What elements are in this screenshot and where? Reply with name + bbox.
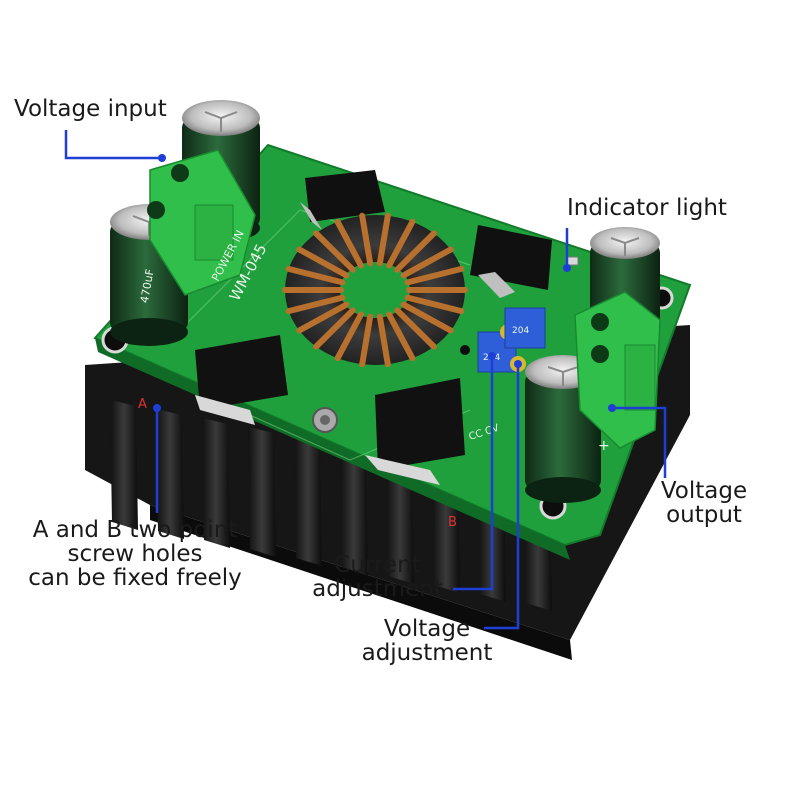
coil-winding	[359, 313, 374, 368]
heatsink-fin	[294, 436, 322, 566]
heatsink-fin	[340, 445, 368, 575]
label-screw-holes-line1: A and B two point	[32, 517, 238, 543]
label-voltage-adjustment-line2: adjustment	[361, 640, 493, 666]
pot2-code: 204	[512, 326, 529, 336]
coil-winding	[400, 301, 454, 334]
coil-windings	[282, 212, 468, 368]
label-voltage-output: Voltage output	[648, 479, 760, 527]
toroid-inductor	[282, 212, 468, 368]
coil-winding	[296, 246, 350, 279]
capacitor-rating: 470uF	[138, 268, 157, 304]
callout-voltage-input	[64, 130, 162, 160]
hole-a-marker: A	[138, 397, 147, 412]
heatsink-fin	[248, 427, 276, 557]
voltage-adjust-potentiometer: 204	[504, 307, 546, 372]
coil-winding	[386, 311, 416, 362]
coil-winding	[404, 294, 465, 315]
plus-silkscreen: +	[598, 438, 610, 454]
coil-winding	[296, 301, 350, 334]
mosfet-bottom-center	[365, 378, 465, 485]
coil-winding	[359, 212, 374, 267]
callout-voltage-output	[612, 406, 667, 478]
heatsink-fin	[202, 418, 230, 548]
coil-winding	[376, 313, 391, 368]
label-voltage-adjustment-line1: Voltage	[383, 616, 471, 642]
coil-winding	[334, 311, 364, 362]
label-screw-holes: A and B two point screw holes can be fix…	[10, 518, 260, 590]
label-voltage-output-line2: output	[666, 502, 742, 528]
callout-dots	[153, 154, 616, 412]
coil-winding	[394, 230, 437, 273]
heatsink-fin	[110, 400, 138, 530]
mosfet-top-left	[300, 170, 385, 230]
label-voltage-output-line1: Voltage	[660, 478, 748, 504]
coil-winding	[285, 294, 346, 315]
coil-winding	[386, 218, 416, 269]
label-voltage-input: Voltage input	[14, 96, 167, 122]
coil-winding	[376, 212, 391, 267]
coil-winding	[334, 218, 364, 269]
coil-winding	[313, 307, 356, 350]
callout-voltage-adjustment	[484, 364, 520, 630]
label-screw-holes-line3: can be fixed freely	[28, 565, 242, 591]
label-current-adjustment-line2: adjustment	[312, 576, 443, 602]
hole-b-marker: B	[448, 515, 457, 530]
mosfet-top-right	[470, 225, 552, 298]
coil-winding	[285, 265, 346, 286]
label-screw-holes-line2: screw holes	[67, 541, 203, 567]
label-current-adjustment-line1: Current	[334, 552, 421, 578]
input-terminal-block	[147, 149, 256, 296]
mosfet-bottom-left	[195, 335, 288, 425]
coil-winding	[404, 265, 465, 286]
coil-winding	[394, 307, 437, 350]
label-current-adjustment: Current adjustment	[305, 553, 450, 601]
callout-lines	[64, 130, 667, 630]
label-indicator-light: Indicator light	[567, 195, 727, 221]
callout-current-adjustment	[453, 356, 494, 591]
heatsink-fin	[156, 409, 184, 539]
label-voltage-adjustment: Voltage adjustment	[352, 617, 502, 665]
coil-winding	[400, 246, 454, 279]
coil-winding	[313, 230, 356, 273]
